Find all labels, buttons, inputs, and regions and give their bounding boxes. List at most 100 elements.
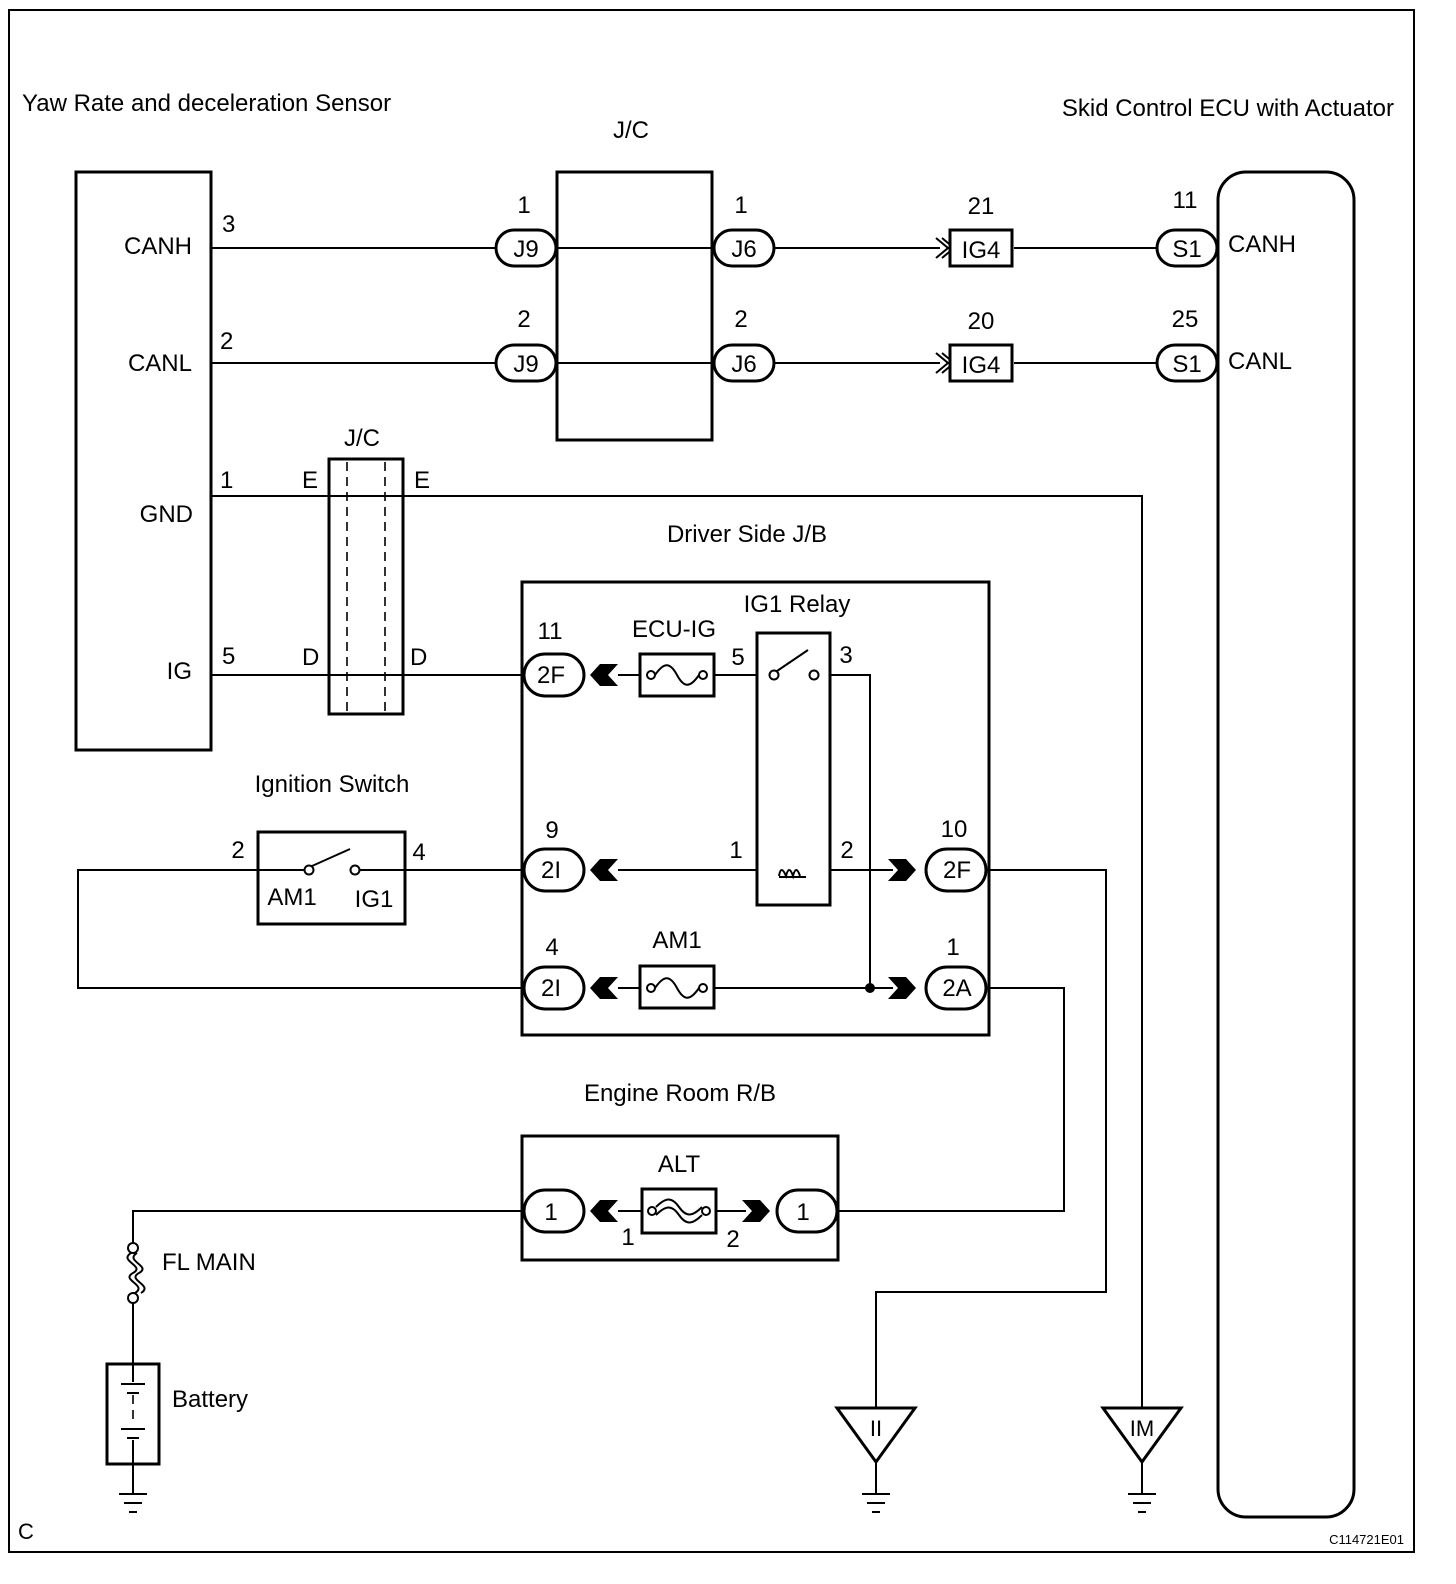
frame-letter: C	[18, 1519, 34, 1544]
connector-j9-canh	[494, 228, 558, 268]
fl-main-label: FL MAIN	[162, 1249, 256, 1276]
skid-ecu-body	[1216, 170, 1356, 1519]
ig4-pin-canh: 21	[968, 193, 995, 220]
fuse-icon	[654, 664, 700, 686]
fuse-alt-label: ALT	[658, 1151, 701, 1178]
connector-pin: 4	[545, 934, 558, 961]
connector-s1-canh	[1155, 228, 1219, 268]
fusible-link-icon	[132, 1252, 146, 1294]
connector-label: 2F	[537, 662, 565, 689]
driver-side-junction-block: Driver Side J/B IG1 Relay 5 3 1 2 ECU-IG…	[520, 521, 991, 1037]
engine-rb-title: Engine Room R/B	[584, 1080, 776, 1107]
relay-pin-2: 2	[840, 837, 853, 864]
connector-j6-canh	[712, 228, 776, 268]
ig4-box-canl	[948, 343, 1014, 383]
connector-label: 2I	[541, 975, 561, 1002]
ground-icon	[862, 1493, 890, 1513]
connector-2i-4	[522, 965, 586, 1011]
diagram-code: C114721E01	[1329, 1532, 1404, 1547]
ig4-label: IG4	[962, 352, 1001, 379]
ignition-pin-4: 4	[412, 839, 425, 866]
ground-icon	[1128, 1493, 1156, 1513]
ignition-switch-body	[256, 830, 407, 926]
relay-coil-icon	[778, 869, 801, 880]
yaw-pin-canh: 3	[222, 211, 235, 238]
yaw-terminal-gnd: GND	[140, 501, 193, 528]
connector-label: 2F	[943, 857, 971, 884]
jc-mid-right-d: D	[410, 644, 427, 671]
relay-pin-3: 3	[839, 642, 852, 669]
wires	[77, 247, 1157, 1494]
jc-top-title: J/C	[613, 117, 649, 144]
ig4-pin-canl: 20	[968, 308, 995, 335]
connector-j9-canl	[494, 343, 558, 383]
arrow-icon	[888, 977, 916, 999]
connector-s1-canl	[1155, 343, 1219, 383]
battery-label: Battery	[172, 1386, 248, 1413]
fuse-alt	[640, 1187, 718, 1235]
ignition-contact-ig1: IG1	[355, 886, 394, 913]
connector-label: 1	[544, 1199, 557, 1226]
connector-label: 2I	[541, 857, 561, 884]
jc-mid-body	[327, 457, 405, 716]
ground-symbols: II IM	[119, 1406, 1184, 1513]
skid-terminal-canh: CANH	[1228, 231, 1296, 258]
connector-2a-1	[924, 965, 988, 1011]
connector-j6-label: J6	[731, 351, 756, 378]
connector-pin: 1	[946, 934, 959, 961]
relay-pin-1: 1	[729, 837, 742, 864]
arrow-icon	[888, 859, 916, 881]
rb-pin-1: 1	[621, 1224, 634, 1251]
ig4-label: IG4	[962, 237, 1001, 264]
diagram-frame	[8, 9, 1415, 1553]
fl-main-fusible-link: FL MAIN	[126, 1242, 256, 1304]
connector-pin: 9	[545, 817, 558, 844]
arrow-icon	[590, 664, 618, 686]
arrow-icon	[590, 1200, 618, 1222]
connector-2i-9	[522, 847, 586, 893]
ground-point-ii	[834, 1406, 918, 1465]
connector-pin: 11	[538, 618, 563, 645]
connector-2f-11	[522, 652, 586, 698]
connector-j9-label: J9	[513, 351, 538, 378]
fuse-am1-label: AM1	[652, 927, 701, 954]
yaw-sensor-body	[74, 170, 213, 752]
skid-ecu-title: Skid Control ECU with Actuator	[1062, 95, 1394, 122]
connector-j6-canl	[712, 343, 776, 383]
ignition-contact-am1: AM1	[267, 884, 316, 911]
engine-rb-body	[520, 1134, 840, 1262]
skid-pin-canl: 25	[1172, 306, 1199, 333]
jc-top-body	[555, 170, 714, 442]
jc-mid-title: J/C	[344, 425, 380, 452]
driver-jb-title: Driver Side J/B	[667, 521, 827, 548]
ignition-pin-2: 2	[231, 837, 244, 864]
jc-mid-left-d: D	[302, 644, 319, 671]
battery: Battery	[105, 1362, 248, 1466]
ig4-box-canh	[948, 228, 1014, 268]
arrow-icon	[742, 1200, 770, 1222]
connector-pin: 10	[941, 816, 968, 843]
connector-rb-right	[775, 1188, 839, 1234]
ignition-switch-title: Ignition Switch	[255, 771, 410, 798]
skid-control-ecu: Skid Control ECU with Actuator S1 S1 11 …	[1062, 95, 1394, 1519]
ground-point-im	[1100, 1406, 1184, 1465]
relay-pin-5: 5	[731, 644, 744, 671]
jc-mid-left-e: E	[302, 467, 318, 494]
yaw-pin-gnd: 1	[220, 467, 233, 494]
connector-s1-label: S1	[1172, 351, 1201, 378]
fusible-link-icon	[655, 1206, 703, 1224]
connector-2f-10	[924, 847, 988, 893]
connector-label: 1	[796, 1199, 809, 1226]
ignition-switch: Ignition Switch 2 4 AM1 IG1	[231, 771, 426, 926]
connector-j6-label: J6	[731, 236, 756, 263]
arrow-icon	[590, 859, 618, 881]
engine-room-relay-block: Engine Room R/B ALT 1 1 1 2	[520, 1080, 840, 1262]
yaw-terminal-canl: CANL	[128, 350, 192, 377]
fuse-ecu-ig-label: ECU-IG	[632, 616, 716, 643]
arrow-icon	[590, 977, 618, 999]
connector-j9-label: J9	[513, 236, 538, 263]
junction-connector-mid: J/C E E D D	[302, 425, 430, 716]
ground-icon	[119, 1493, 147, 1513]
yaw-terminal-ig: IG	[167, 658, 192, 685]
